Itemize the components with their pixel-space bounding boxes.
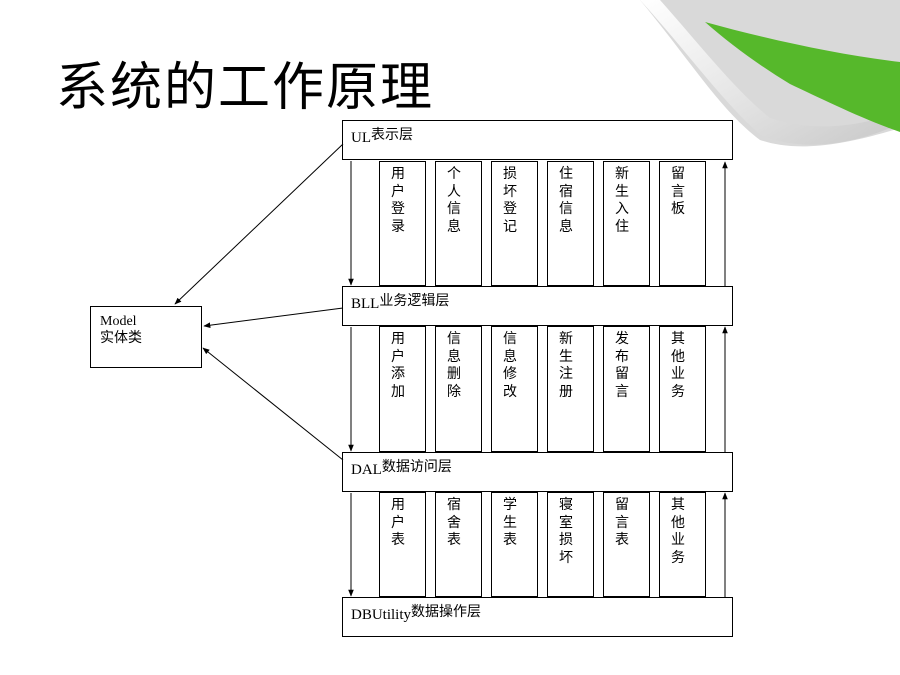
- module-dorm-table: 宿舍表: [435, 492, 482, 597]
- module-user-login: 用户登录: [379, 161, 426, 286]
- module-room-damage: 寝室损坏: [547, 492, 594, 597]
- module-other-business-2: 其他业务: [659, 492, 706, 597]
- model-entity-box: Model 实体类: [90, 306, 202, 368]
- model-cn-label: 实体类: [100, 330, 142, 346]
- module-student-table: 学生表: [491, 492, 538, 597]
- green-ribbon: [705, 22, 900, 132]
- layer-dbutility-cn: 数据操作层: [411, 604, 482, 620]
- module-info-delete: 信息删除: [435, 326, 482, 452]
- module-damage-register: 损坏登记: [491, 161, 538, 286]
- module-other-business: 其他业务: [659, 326, 706, 452]
- module-message-board: 留言板: [659, 161, 706, 286]
- layer-bll: BLL业务逻辑层: [342, 286, 733, 326]
- layer-dbutility-en: DBUtility: [351, 607, 412, 623]
- layer-bll-cn: 业务逻辑层: [379, 293, 450, 309]
- module-user-add: 用户添加: [379, 326, 426, 452]
- module-lodging-info: 住宿信息: [547, 161, 594, 286]
- layer-ul-cn: 表示层: [371, 127, 413, 143]
- page-curl-shadow: [640, 0, 900, 147]
- layer-ul-en: UL: [351, 130, 371, 146]
- module-freshman-checkin: 新生入住: [603, 161, 650, 286]
- page-curl: [640, 0, 900, 145]
- layer-ul: UL表示层: [342, 120, 733, 160]
- module-info-modify: 信息修改: [491, 326, 538, 452]
- module-post-message: 发布留言: [603, 326, 650, 452]
- layer-dal: DAL数据访问层: [342, 452, 733, 492]
- module-freshman-register: 新生注册: [547, 326, 594, 452]
- module-user-table: 用户表: [379, 492, 426, 597]
- layer-dal-en: DAL: [351, 462, 382, 478]
- layer-bll-en: BLL: [351, 296, 380, 312]
- layer-dal-cn: 数据访问层: [381, 459, 452, 475]
- module-personal-info: 个人信息: [435, 161, 482, 286]
- model-en-label: Model: [100, 314, 137, 329]
- page-title: 系统的工作原理: [56, 58, 435, 118]
- module-message-table: 留言表: [603, 492, 650, 597]
- layer-dbutility: DBUtility数据操作层: [342, 597, 733, 637]
